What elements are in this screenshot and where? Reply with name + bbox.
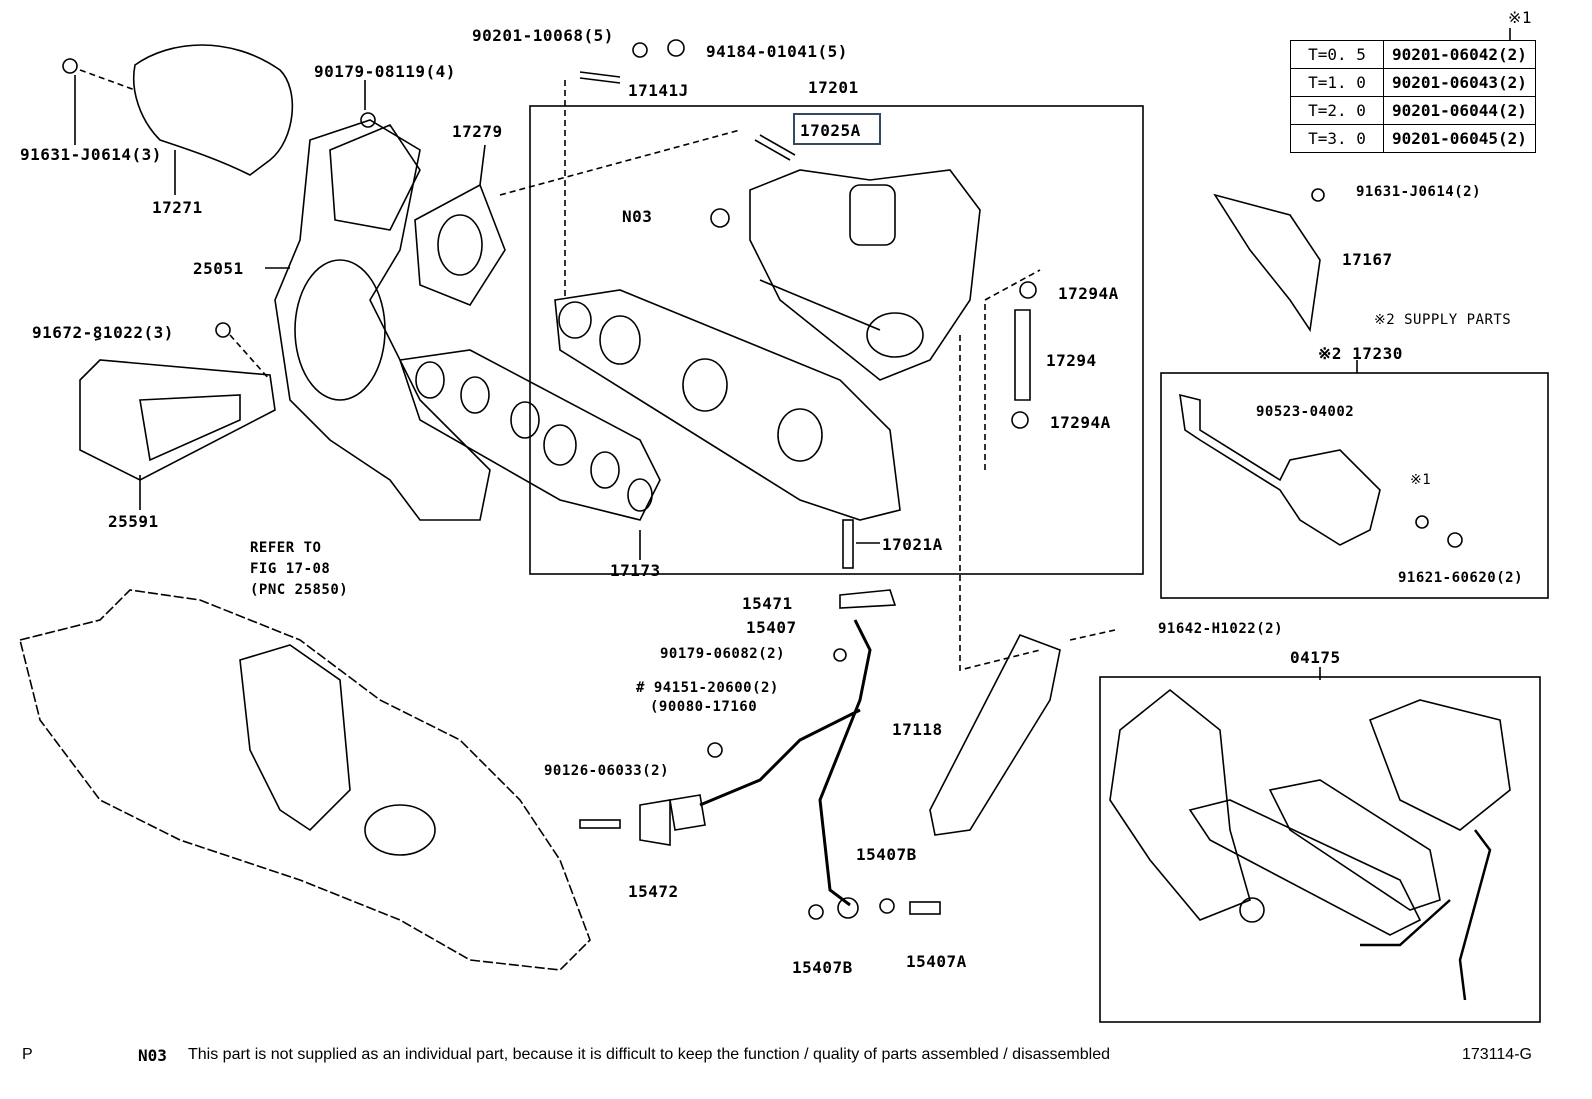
- part-label[interactable]: 91631-J0614(3): [20, 145, 162, 164]
- part-label[interactable]: 15471: [742, 594, 793, 613]
- supply-box-17230: [1160, 372, 1549, 599]
- part-label[interactable]: 17294A: [1050, 413, 1111, 432]
- supply-parts-note: ※2 SUPPLY PARTS: [1374, 312, 1512, 328]
- refer-note: REFER TO: [250, 540, 322, 556]
- part-label[interactable]: # 94151-20600(2): [636, 680, 779, 696]
- part-number-link[interactable]: 90201-06043(2): [1383, 68, 1536, 97]
- part-label[interactable]: 25591: [108, 512, 159, 531]
- gasket-17279: [414, 183, 506, 306]
- bracket-17118: [929, 634, 1061, 836]
- part-label[interactable]: 17021A: [882, 535, 943, 554]
- part-label[interactable]: 15407: [746, 618, 797, 637]
- part-label[interactable]: 17271: [152, 198, 203, 217]
- part-label[interactable]: 91672-81022(3): [32, 323, 174, 342]
- part-label[interactable]: ※2 17230: [1318, 344, 1403, 363]
- part-label[interactable]: 17294A: [1058, 284, 1119, 303]
- part-label[interactable]: 90523-04002: [1256, 404, 1355, 420]
- part-label[interactable]: 15407B: [856, 845, 917, 864]
- part-label[interactable]: 90126-06033(2): [544, 763, 670, 779]
- table-marker: ※1: [1508, 8, 1533, 27]
- part-number-link[interactable]: 90201-06042(2): [1383, 40, 1536, 69]
- part-label[interactable]: 17167: [1342, 250, 1393, 269]
- engine-block: [19, 589, 591, 971]
- part-number-link[interactable]: 90201-06045(2): [1383, 124, 1536, 153]
- footer-left: P: [22, 1046, 33, 1063]
- marker-label: ※1: [1410, 472, 1432, 488]
- part-label[interactable]: 91631-J0614(2): [1356, 184, 1482, 200]
- part-label[interactable]: 17279: [452, 122, 503, 141]
- part-label[interactable]: 15407B: [792, 958, 853, 977]
- part-label[interactable]: 15407A: [906, 952, 967, 971]
- refer-note: (PNC 25850): [250, 582, 349, 598]
- part-label[interactable]: 04175: [1290, 648, 1341, 667]
- part-label[interactable]: 15472: [628, 882, 679, 901]
- part-label[interactable]: 17141J: [628, 81, 689, 100]
- oil-pipe-15407: [699, 619, 872, 907]
- part-label-highlighted[interactable]: 17025A: [800, 121, 861, 140]
- catalytic-converter-25051: [274, 119, 491, 521]
- part-label[interactable]: (90080-17160: [650, 699, 758, 715]
- heat-shield-17271: [132, 44, 294, 176]
- refer-note[interactable]: FIG 17-08: [250, 561, 331, 577]
- part-label[interactable]: 90201-10068(5): [472, 26, 614, 45]
- part-label[interactable]: N03: [622, 207, 653, 226]
- part-label[interactable]: 17118: [892, 720, 943, 739]
- part-label[interactable]: 90179-08119(4): [314, 62, 456, 81]
- part-label[interactable]: 91642-H1022(2): [1158, 621, 1284, 637]
- hose-17294: [1014, 309, 1031, 401]
- assembly-box-17201: [529, 105, 1144, 575]
- part-label[interactable]: 94184-01041(5): [706, 42, 848, 61]
- part-label[interactable]: 25051: [193, 259, 244, 278]
- figure-id: 173114-G: [1462, 1046, 1532, 1063]
- part-label[interactable]: 17201: [808, 78, 859, 97]
- part-label[interactable]: 17173: [610, 561, 661, 580]
- heat-shield-17167: [1213, 193, 1321, 333]
- turbo-manifold: [554, 289, 901, 521]
- gasket-17173: [398, 349, 661, 521]
- part-label[interactable]: 90179-06082(2): [660, 646, 786, 662]
- highlight-box: [793, 113, 881, 145]
- footer-note-code: N03: [138, 1046, 167, 1065]
- bracket-25591: [79, 359, 276, 481]
- part-label[interactable]: 17294: [1046, 351, 1097, 370]
- footer-note-text: This part is not supplied as an individu…: [188, 1046, 1110, 1063]
- part-number-link[interactable]: 90201-06044(2): [1383, 96, 1536, 125]
- part-label[interactable]: 91621-60620(2): [1398, 570, 1524, 586]
